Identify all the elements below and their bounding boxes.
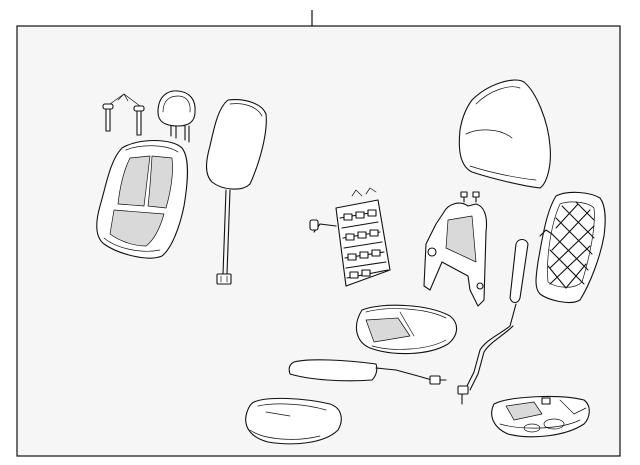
seatback-trim-cover[interactable] — [96, 140, 189, 259]
seatback-frame[interactable] — [423, 191, 488, 307]
seat-cushion-trim-cover[interactable] — [355, 304, 458, 355]
wiring-harness[interactable] — [457, 238, 529, 405]
seatback-cushion-pad[interactable] — [205, 99, 267, 285]
headrest[interactable] — [157, 90, 196, 143]
seat-cushion-frame[interactable] — [491, 395, 590, 438]
seat-cushion-pad[interactable] — [245, 397, 342, 445]
heater-element-seatback[interactable] — [309, 187, 391, 287]
headrest-guide-pins[interactable] — [102, 93, 145, 136]
seatback-back-panel-outer[interactable] — [458, 79, 551, 189]
seatback-back-panel[interactable] — [535, 191, 606, 303]
seat-cushion-heater-element[interactable] — [288, 359, 447, 385]
